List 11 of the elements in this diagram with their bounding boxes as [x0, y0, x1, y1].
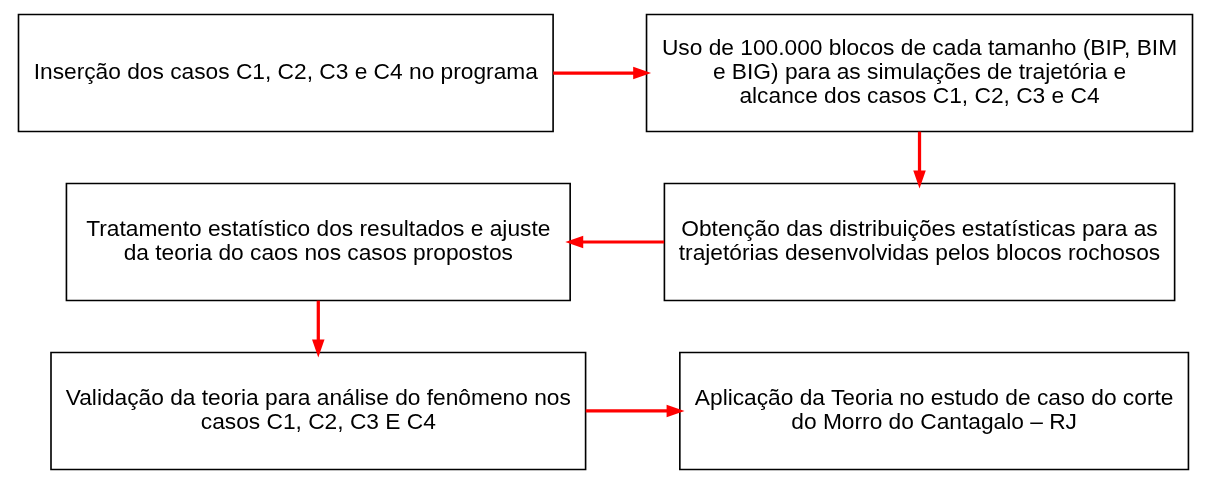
node-box: Validação da teoria para análise do fenômeno nos casos C1, C2, C3 E C4 — [50, 351, 587, 471]
node-box: Uso de 100.000 blocos de cada tamanho (BIP, BIM e BIG) para as simulações de trajetória e alcance dos casos C1, C2, C3 e C4 — [645, 13, 1194, 133]
arrow — [913, 131, 926, 189]
node-box: Aplicação da Teoria no estudo de caso do corte do Morro do Cantagalo – RJ — [679, 351, 1190, 471]
arrow — [565, 235, 665, 249]
node-box: Obtenção das distribuições estatísticas para as trajetórias desenvolvidas pelos blocos rochosos — [663, 182, 1176, 302]
node-box: Tratamento estatístico dos resultados e ajuste da teoria do caos nos casos propostos — [65, 182, 571, 302]
arrow — [553, 66, 652, 80]
arrow — [312, 300, 325, 358]
arrow — [585, 404, 685, 418]
node-box: Inserção dos casos C1, C2, C3 e C4 no programa — [17, 13, 554, 133]
